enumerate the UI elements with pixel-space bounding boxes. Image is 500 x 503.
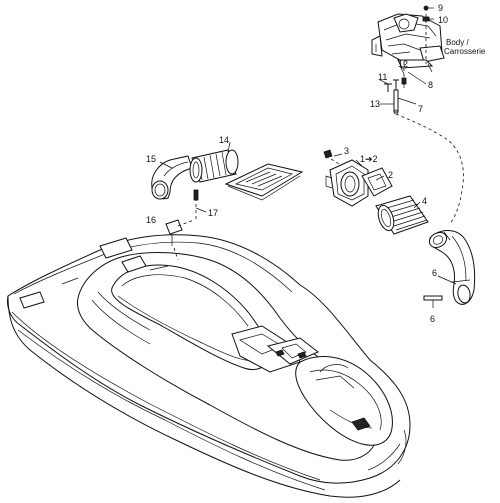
intake-hose-14	[189, 149, 239, 183]
exhaust-elbow-pipe	[428, 230, 476, 305]
callout-2: 2	[388, 170, 393, 180]
callout-10: 10	[438, 15, 448, 25]
callout-6-upper: 6	[432, 268, 437, 278]
exhaust-connector	[323, 149, 393, 207]
callout-16: 16	[146, 215, 156, 225]
intake-grate	[224, 163, 304, 201]
leader-lines	[159, 79, 421, 209]
clamp-6	[423, 275, 457, 308]
callout-3: 3	[344, 146, 349, 156]
routing-guide	[395, 113, 464, 225]
callout-11: 11	[378, 72, 387, 82]
callout-9: 9	[438, 3, 443, 13]
callout-7: 7	[418, 104, 423, 114]
fastener-stack	[422, 5, 434, 64]
body-label-line1: Body /	[446, 38, 469, 47]
watercraft-hull	[7, 234, 411, 498]
callout-labels: 14 15 17 16 3 1➔2 2 4 6 6 9 10 Body / Ca…	[146, 3, 486, 324]
callout-14: 14	[219, 135, 229, 145]
body-label-line2: Carrosserie	[444, 47, 486, 56]
bolt-17-and-clip-16	[165, 189, 207, 261]
callout-4: 4	[422, 196, 427, 206]
exhaust-hose-4	[375, 195, 429, 235]
callout-17: 17	[208, 208, 218, 218]
callout-6-lower: 6	[430, 314, 435, 324]
callout-8: 8	[428, 80, 433, 90]
callout-12: 12	[398, 59, 408, 69]
callout-15: 15	[146, 154, 156, 164]
callout-1-to-2: 1➔2	[360, 154, 378, 164]
intake-elbow-15	[151, 155, 193, 200]
callout-13: 13	[370, 99, 380, 109]
